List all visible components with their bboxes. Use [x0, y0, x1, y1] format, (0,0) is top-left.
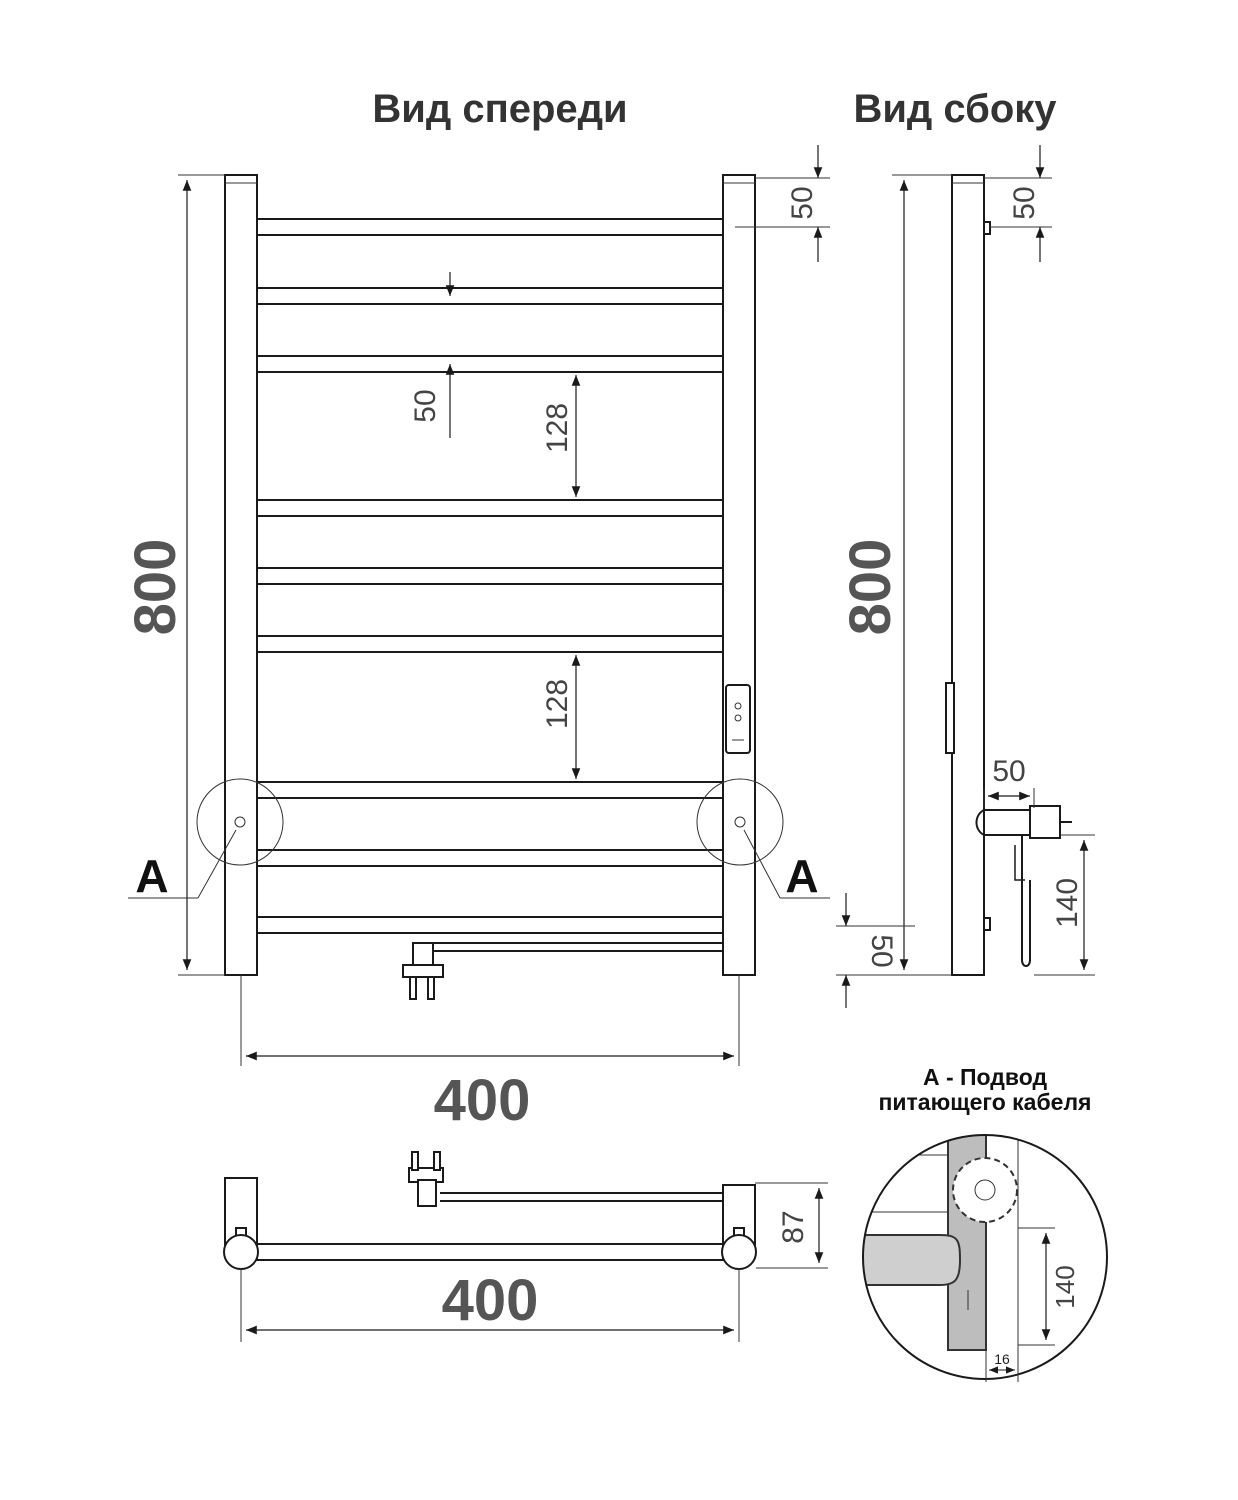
dim-side-cable-height-label: 140 [1051, 878, 1084, 928]
bottom-view: 87 400 [223, 1151, 828, 1342]
callout-right-label: A [785, 850, 818, 902]
dim-rung-gap-small: 50 [409, 272, 455, 438]
dim-bottom-width: 400 [240, 1268, 740, 1342]
side-view-title: Вид сбоку [853, 87, 1057, 131]
rungs [256, 218, 724, 934]
dim-rung-gap-lower: 128 [541, 655, 581, 779]
dim-rung-gap-upper: 128 [541, 375, 581, 497]
dim-top-offset-label: 50 [786, 186, 819, 219]
detail-title-line2: питающего кабеля [879, 1089, 1092, 1115]
front-view: A A 800 50 50 [123, 145, 830, 1133]
dim-rung-gap-lower-label: 128 [541, 679, 574, 729]
left-post [224, 174, 258, 976]
callout-right: A [696, 778, 830, 902]
rung [256, 781, 724, 799]
plug-icon [402, 942, 444, 1000]
dim-side-plug-depth-label: 50 [992, 755, 1025, 788]
detail-title-line1: А - Подвод [923, 1064, 1048, 1090]
dim-side-height: 800 [838, 174, 952, 976]
rung [256, 355, 724, 373]
callout-left: A [128, 778, 284, 902]
callout-left-label: A [135, 850, 168, 902]
dim-side-bottom-offset-label: 50 [865, 934, 898, 967]
dim-front-width-label: 400 [434, 1068, 531, 1133]
dim-rung-gap-small-label: 50 [409, 389, 442, 422]
side-post [951, 174, 985, 976]
dim-front-height: 800 [123, 174, 225, 976]
rung [256, 218, 724, 236]
rung [256, 287, 724, 305]
dim-top-offset: 50 [735, 145, 830, 262]
dim-bottom-depth: 87 [755, 1182, 828, 1269]
detail-a: А - Подвод питающего кабеля 140 [862, 1064, 1108, 1382]
dim-bottom-depth-label: 87 [777, 1210, 810, 1243]
dim-side-top-offset: 50 [984, 145, 1052, 262]
dim-detail-height-label: 140 [1050, 1265, 1080, 1308]
rung [256, 499, 724, 517]
dim-detail-height: 140 [1018, 1227, 1080, 1346]
side-plug-icon [975, 805, 1072, 967]
right-post [722, 174, 756, 976]
dim-side-top-offset-label: 50 [1008, 186, 1041, 219]
rung [256, 849, 724, 867]
rung [256, 635, 724, 653]
dim-detail-width-label: 16 [994, 1351, 1010, 1367]
front-view-title: Вид спереди [372, 87, 627, 131]
bottom-plug-icon [408, 1151, 444, 1207]
dim-side-height-label: 800 [838, 539, 903, 636]
dim-front-width: 400 [240, 975, 740, 1133]
dim-side-cable-height: 140 [1034, 834, 1095, 976]
dim-side-plug-depth: 50 [983, 755, 1035, 808]
dim-side-bottom-offset: 50 [836, 893, 915, 1008]
control-panel-icon [725, 684, 751, 754]
dim-bottom-width-label: 400 [442, 1268, 539, 1333]
dim-rung-gap-upper-label: 128 [541, 403, 574, 453]
dim-detail-width: 16 [985, 1345, 1019, 1382]
side-view: 800 50 50 50 1 [836, 145, 1095, 1008]
rung [256, 916, 724, 934]
detail-frame [862, 1134, 1108, 1380]
dim-front-height-label: 800 [123, 539, 188, 636]
rung [256, 567, 724, 585]
